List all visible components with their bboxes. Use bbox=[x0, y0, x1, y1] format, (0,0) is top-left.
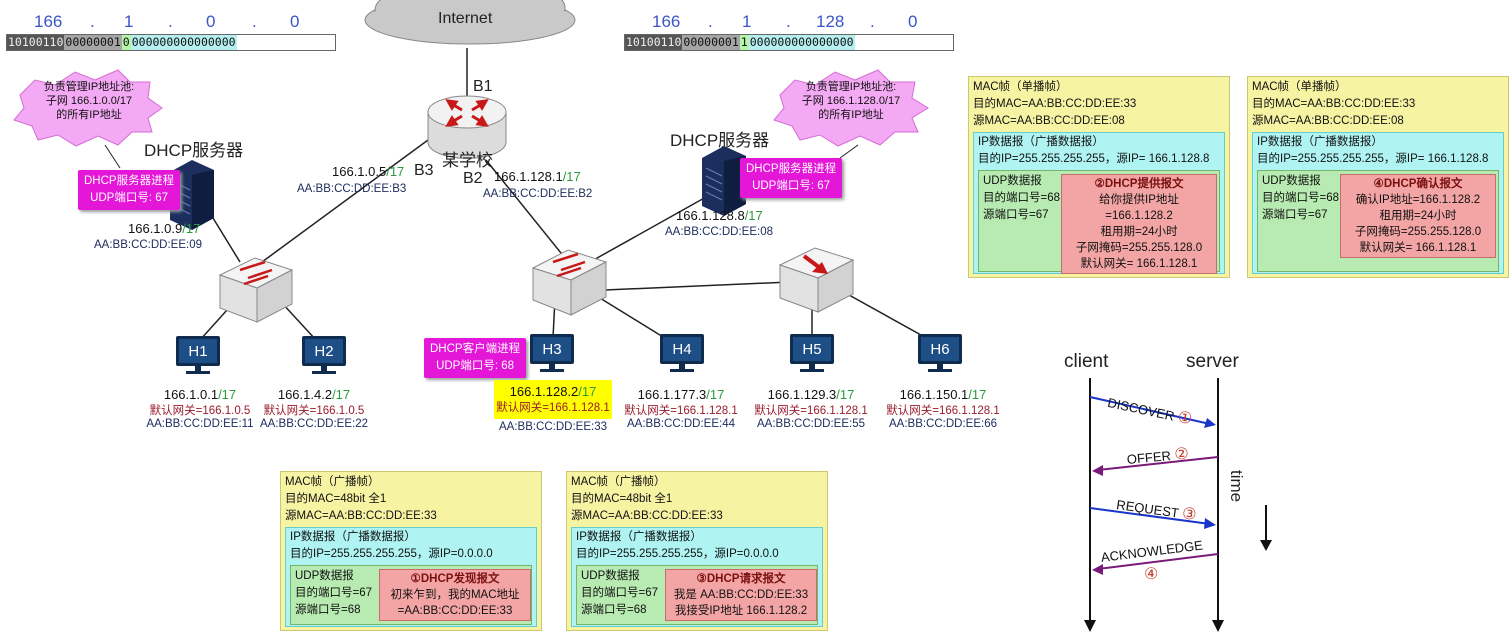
sequence-lines bbox=[1084, 378, 1272, 632]
seq-time-label: time bbox=[1227, 470, 1246, 503]
computer-icon: H4 bbox=[660, 334, 704, 364]
left-octet-2: 1 bbox=[124, 12, 134, 31]
computer-icon: H5 bbox=[790, 334, 834, 364]
link-router-right-switch bbox=[485, 159, 566, 259]
h4-info: 166.1.177.3/17 默认网关=166.1.128.1 AA:BB:CC… bbox=[624, 387, 738, 430]
left-subnet-header: 166 . 1 . 0 . 0 10100110 00000001 0 0000… bbox=[6, 12, 336, 51]
request-message: ③DHCP请求报文 我是 AA:BB:CC:DD:EE:33 我接受IP地址 1… bbox=[665, 569, 817, 621]
left-subnet-bits: 10100110 00000001 0 000000000000000 bbox=[6, 34, 336, 51]
host-h2[interactable]: H2 bbox=[302, 336, 346, 374]
h3-info: 166.1.128.2/17 默认网关=166.1.128.1 AA:BB:CC… bbox=[496, 384, 610, 433]
right-octet-2: 1 bbox=[742, 12, 752, 31]
left-dhcp-process: DHCP服务器进程 UDP端口号: 67 bbox=[78, 170, 181, 210]
left-octet-1: 166 bbox=[34, 12, 63, 31]
host-h3[interactable]: H3 bbox=[530, 334, 574, 372]
left-dhcp-title: DHCP服务器 bbox=[144, 141, 244, 160]
computer-icon: H1 bbox=[176, 336, 220, 366]
client-process: DHCP客户端进程 UDP端口号: 68 bbox=[424, 338, 527, 378]
h3-highlight bbox=[494, 380, 612, 419]
host-h6[interactable]: H6 bbox=[918, 334, 962, 372]
seq-client-label: client bbox=[1064, 351, 1109, 372]
right-dhcp-title: DHCP服务器 bbox=[670, 131, 770, 150]
seq-step-acknowledge-num: ④ bbox=[1144, 566, 1159, 583]
host-h5[interactable]: H5 bbox=[790, 334, 834, 372]
right-pool-burst-shape bbox=[773, 69, 929, 147]
h6-info: 166.1.150.1/17 默认网关=166.1.128.1 AA:BB:CC… bbox=[886, 387, 1000, 430]
right-octet-3: 128 bbox=[816, 12, 845, 31]
h1-info: 166.1.0.1/17 默认网关=166.1.0.5 AA:BB:CC:DD:… bbox=[146, 387, 254, 430]
link-router-left-switch bbox=[261, 139, 429, 263]
frame-discover: MAC帧（广播帧） 目的MAC=48bit 全1 源MAC=AA:BB:CC:D… bbox=[280, 471, 542, 631]
router-port-b1: B1 bbox=[473, 78, 493, 95]
left-switch-icon bbox=[218, 257, 294, 323]
left-server-icon bbox=[170, 160, 214, 230]
right-pool-note: 负责管理IP地址池: 子网 166.1.128.0/17 的所有IP地址 bbox=[801, 81, 901, 121]
host-h4[interactable]: H4 bbox=[660, 334, 704, 372]
right-octet-1: 166 bbox=[652, 12, 681, 31]
left-octet-3: 0 bbox=[206, 12, 216, 31]
left-octet-4: 0 bbox=[290, 12, 300, 31]
router-port-b2: B2 bbox=[463, 170, 483, 187]
internet-cloud-icon bbox=[364, 0, 576, 45]
right-subnet-bits: 10100110 00000001 1 000000000000000 bbox=[624, 34, 954, 51]
host-h1[interactable]: H1 bbox=[176, 336, 220, 374]
left-pool-burst-shape bbox=[13, 69, 163, 147]
left-pool-note: 负责管理IP地址池: 子网 166.1.0.0/17 的所有IP地址 bbox=[43, 81, 135, 121]
right-octet-4: 0 bbox=[908, 12, 918, 31]
h5-info: 166.1.129.3/17 默认网关=166.1.128.1 AA:BB:CC… bbox=[754, 387, 868, 430]
computer-icon: H2 bbox=[302, 336, 346, 366]
left-dhcp-ip: 166.1.0.9/17 bbox=[128, 221, 201, 236]
right-dhcp-ip: 166.1.128.8/17 bbox=[676, 208, 763, 223]
ack-message: ④DHCP确认报文 确认IP地址=166.1.128.2 租用期=24小时 子网… bbox=[1340, 174, 1496, 258]
h2-info: 166.1.4.2/17 默认网关=166.1.0.5 AA:BB:CC:DD:… bbox=[259, 387, 368, 430]
right-subnet-header: 166 . 1 . 128 . 0 10100110 00000001 1 00… bbox=[624, 12, 954, 51]
router-name: 某学校 bbox=[442, 151, 493, 170]
left-dhcp-mac: AA:BB:CC:DD:EE:09 bbox=[94, 239, 203, 251]
right-dhcp-mac: AA:BB:CC:DD:EE:08 bbox=[665, 226, 774, 238]
offer-message: ②DHCP提供报文 给你提供IP地址=166.1.128.2 租用期=24小时 … bbox=[1061, 174, 1217, 274]
router-port-b3: B3 bbox=[414, 162, 434, 179]
right-dhcp-process: DHCP服务器进程 UDP端口号: 67 bbox=[740, 158, 843, 198]
frame-ack: MAC帧（单播帧） 目的MAC=AA:BB:CC:DD:EE:33 源MAC=A… bbox=[1247, 76, 1509, 278]
frame-offer: MAC帧（单播帧） 目的MAC=AA:BB:CC:DD:EE:33 源MAC=A… bbox=[968, 76, 1230, 278]
discover-message: ①DHCP发现报文 初来乍到，我的MAC地址 =AA:BB:CC:DD:EE:3… bbox=[379, 569, 531, 621]
frame-request: MAC帧（广播帧） 目的MAC=48bit 全1 源MAC=AA:BB:CC:D… bbox=[566, 471, 828, 631]
b3-ip: 166.1.0.5/17 bbox=[332, 164, 405, 179]
seq-server-label: server bbox=[1186, 351, 1239, 372]
right-switch-icon bbox=[531, 249, 608, 316]
b2-mac: AA:BB:CC:DD:EE:B2 bbox=[483, 188, 593, 200]
computer-icon: H3 bbox=[530, 334, 574, 364]
internet-label: Internet bbox=[438, 10, 493, 27]
b2-ip: 166.1.128.1/17 bbox=[494, 169, 581, 184]
computer-icon: H6 bbox=[918, 334, 962, 364]
router-icon bbox=[427, 95, 507, 159]
hub-icon bbox=[778, 247, 855, 313]
b3-mac: AA:BB:CC:DD:EE:B3 bbox=[297, 183, 407, 195]
